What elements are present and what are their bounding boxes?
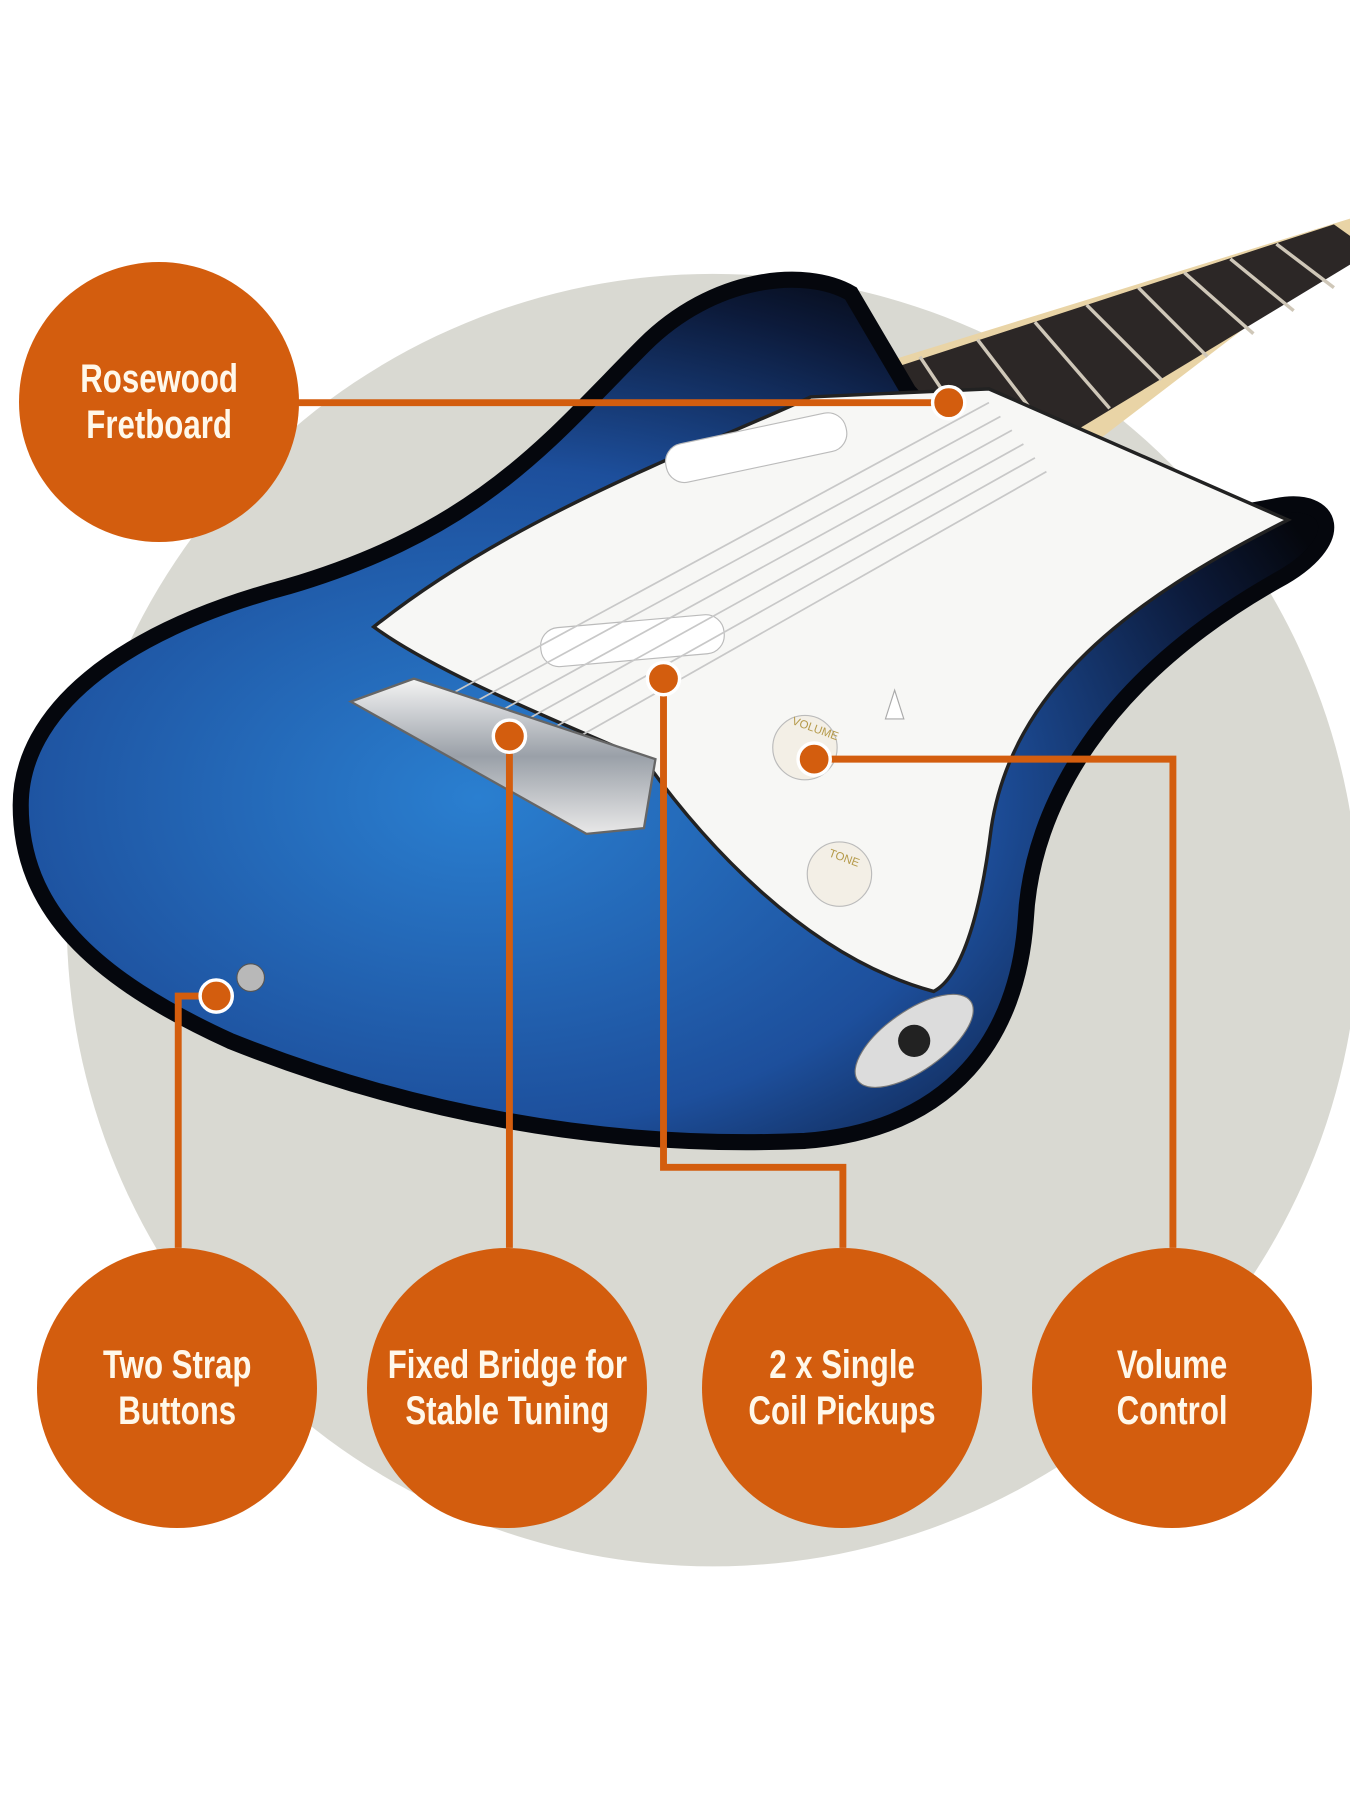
callout-line: Buttons	[118, 1389, 236, 1433]
neck-pickup	[664, 412, 848, 484]
callout-line: Control	[1116, 1389, 1228, 1433]
callout-line: Fixed Bridge for	[387, 1343, 627, 1387]
dot-bridge	[491, 718, 528, 754]
callout-line: Fretboard	[86, 403, 232, 447]
callout-line: Rosewood	[80, 357, 238, 401]
dot-pickups	[645, 660, 682, 697]
pickup-selector	[884, 688, 905, 720]
callout-line: Two Strap	[102, 1343, 252, 1387]
callout-connectors	[174, 399, 1177, 1248]
dot-volume	[796, 741, 832, 777]
strap-button	[236, 963, 266, 992]
fixed-bridge	[347, 677, 657, 836]
connector-volume	[814, 755, 1177, 1248]
connector-pickups	[660, 678, 847, 1248]
callout-line: Stable Tuning	[405, 1389, 609, 1433]
callout-line: 2 x Single	[769, 1343, 915, 1387]
dot-strap	[198, 978, 235, 1014]
dot-fretboard	[930, 384, 967, 421]
callout-line: Coil Pickups	[748, 1389, 936, 1433]
callout-line: Volume	[1116, 1343, 1228, 1387]
tone-knob	[806, 841, 873, 907]
